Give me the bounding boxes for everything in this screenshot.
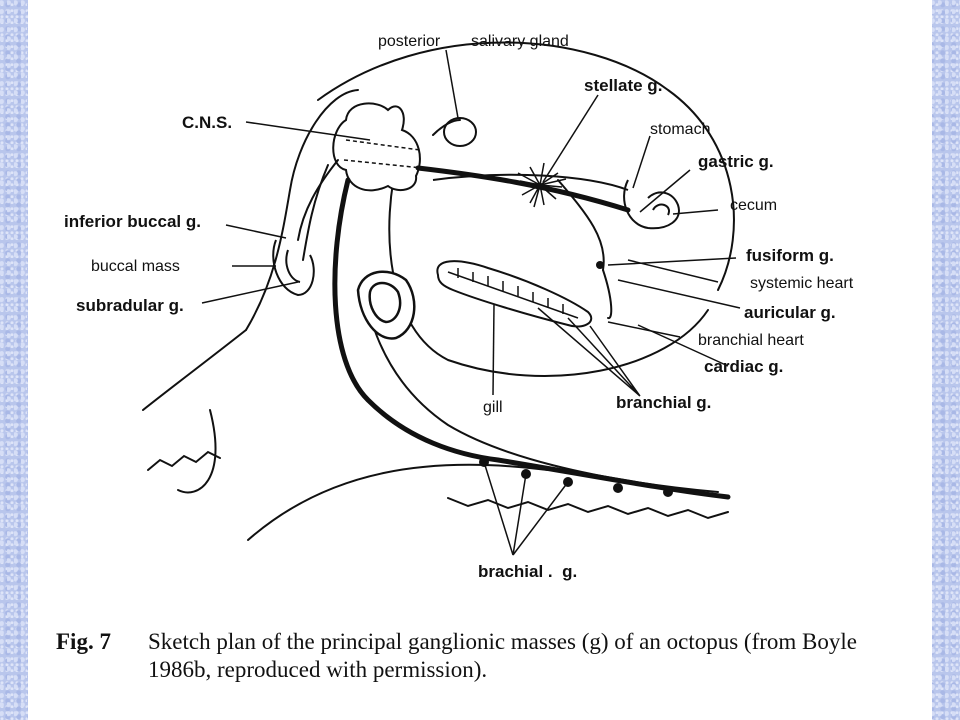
label-subradular-ganglion: subradular g.	[76, 296, 184, 315]
leader-lines	[201, 49, 741, 556]
funnel-outline	[363, 289, 719, 493]
label-stomach: stomach	[650, 121, 710, 138]
arm-outline-upper	[142, 329, 247, 411]
label-auricular-ganglion: auricular g.	[744, 303, 836, 322]
label-systemic-heart: systemic heart	[750, 275, 854, 292]
funnel-tube-shape	[356, 270, 416, 340]
label-cecum: cecum	[730, 197, 777, 214]
label-buccal-mass: buccal mass	[91, 258, 180, 275]
bottom-arm-wavy	[447, 497, 729, 520]
label-cardiac-ganglion: cardiac g.	[704, 357, 783, 376]
label-gastric-ganglion: gastric g.	[698, 152, 774, 171]
left-arm-wavy	[147, 450, 221, 471]
arm-outline-lower	[177, 409, 217, 494]
main-nerves	[297, 119, 731, 500]
cns-blob	[332, 102, 423, 192]
mantle-outline	[317, 41, 735, 291]
label-brachial-ganglion: brachial . g.	[478, 562, 577, 581]
slide-page: posterior salivary gland stellate g. sto…	[28, 0, 932, 720]
visceral-sac-outline	[388, 149, 709, 377]
label-branchial-heart: branchial heart	[698, 332, 804, 349]
octopus-ganglia-diagram: posterior salivary gland stellate g. sto…	[64, 33, 854, 581]
label-salivary-gland: salivary gland	[471, 33, 569, 50]
label-stellate-ganglion: stellate g.	[584, 76, 662, 95]
label-inferior-buccal-ganglion: inferior buccal g.	[64, 212, 201, 231]
label-fusiform-ganglion: fusiform g.	[746, 246, 834, 265]
head-outline	[245, 89, 359, 331]
label-branchial-ganglion: branchial g.	[616, 393, 711, 412]
figure-caption-text: Sketch plan of the principal ganglionic …	[148, 629, 857, 682]
buccal-mass-shape	[272, 239, 315, 297]
body-outlines	[142, 41, 735, 541]
gill-shape	[436, 260, 593, 328]
web-outline	[247, 463, 549, 541]
stellate-ganglion-star	[517, 162, 567, 208]
stomach-cecum-shapes	[432, 173, 680, 230]
salivary-gland-shape	[443, 117, 477, 147]
label-posterior: posterior	[378, 33, 441, 50]
label-gill: gill	[483, 399, 503, 416]
label-cns: C.N.S.	[182, 113, 232, 132]
figure-number: Fig. 7	[56, 629, 111, 654]
